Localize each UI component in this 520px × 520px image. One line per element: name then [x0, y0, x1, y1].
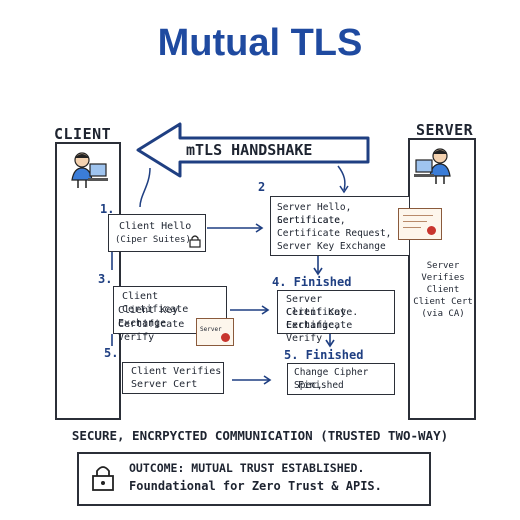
box-line: Client Certificate — [122, 291, 189, 315]
page-title: Mutual TLS — [157, 22, 363, 64]
outcome-box: OUTCOME: MUTUAL TRUST ESTABLISHED. Found… — [77, 452, 431, 506]
box-line: Certificate Verify — [286, 320, 353, 344]
box-line: Certificate Verify — [118, 319, 185, 343]
client-certificate-icon: Server — [196, 318, 234, 346]
box-line: Client Hello — [119, 221, 192, 232]
box-line: Certificate Request, — [277, 228, 392, 239]
server-hello-box: Server Hello, Sertificate Certificate, C… — [270, 196, 410, 256]
note-line: (via CA) — [421, 309, 465, 319]
box-line: Client Key Exchange — [118, 305, 179, 329]
lock-icon — [189, 235, 201, 248]
box-line: Certificate, — [277, 215, 346, 226]
box-line: Server Hello, Sertificate — [277, 202, 352, 226]
secure-communication-caption: SECURE, ENCRPYCTED COMMUNICATION (TRUSTE… — [71, 428, 449, 443]
lock-icon — [92, 466, 114, 491]
client-hello-box: Client Hello (Ciper Suites) — [108, 214, 206, 252]
server-lane — [408, 138, 476, 420]
client-certificate-box: Client Certificate Client Key Exchange C… — [113, 286, 227, 343]
certificate-label: Server — [200, 326, 222, 333]
step-4-number: 4. Finished — [272, 275, 352, 289]
step-3-number: 3. — [98, 272, 113, 286]
client-verifies-box: Client Verifies Server Cert — [122, 362, 224, 394]
outcome-line-2: Foundational for Zero Trust & APIS. — [129, 479, 382, 493]
server-lane-label: SERVER — [416, 121, 474, 139]
box-line: Server Certificate. — [286, 294, 359, 318]
change-cipher-spec-box: Change Cipher Spec, Finished — [287, 363, 395, 395]
outcome-line-1: OUTCOME: MUTUAL TRUST ESTABLISHED. — [129, 461, 365, 475]
step-5a-number: 5. — [104, 346, 119, 360]
server-user-at-computer-icon — [414, 148, 451, 184]
box-line: Server Cert — [131, 379, 198, 390]
server-certificate-box: Server Certificate. Client Key Exchange,… — [277, 290, 395, 344]
box-line: (Ciper Suites) — [115, 235, 191, 245]
client-user-at-computer-icon — [71, 152, 108, 188]
handshake-banner-label: mTLS HANDSHAKE — [186, 141, 313, 159]
handshake-arrow-icon — [136, 122, 370, 178]
step-5b-number: 5. Finished — [284, 348, 364, 362]
box-line: Finished — [298, 380, 344, 391]
client-lane-label: CLIENT — [54, 125, 112, 143]
step-2-number: 2 — [258, 180, 266, 194]
client-lane — [55, 142, 121, 420]
step-1-number: 1. — [100, 202, 115, 216]
note-line: Client Cert — [413, 297, 473, 307]
box-line: Change Cipher Spec, — [294, 367, 369, 391]
server-verification-note: Server Verifies Client Client Cert (via … — [412, 260, 474, 320]
box-line: Client Key Exchange, — [286, 307, 347, 331]
note-line: Verifies Client — [421, 273, 465, 295]
note-line: Server — [426, 261, 460, 271]
server-certificate-icon — [398, 208, 442, 240]
box-line: Server Key Exchange — [277, 241, 386, 252]
box-line: Client Verifies — [131, 366, 222, 377]
